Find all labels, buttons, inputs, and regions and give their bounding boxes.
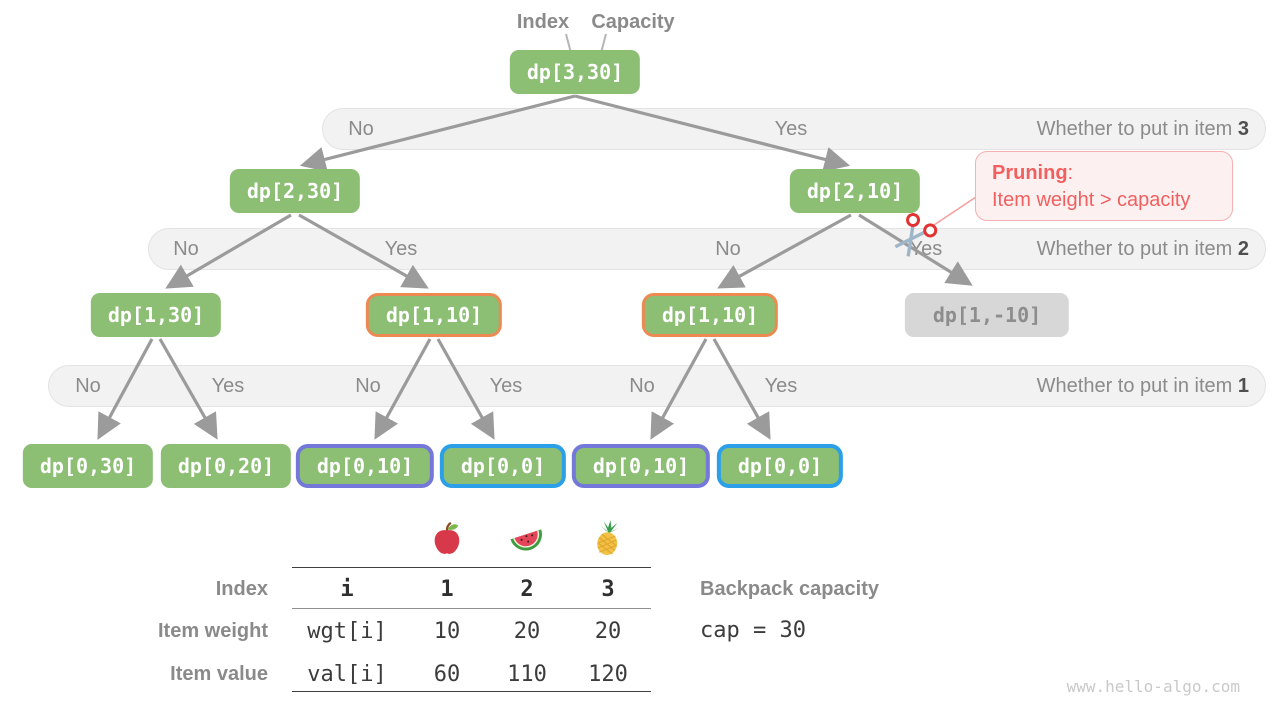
- pruning-title: Pruning: [992, 162, 1068, 184]
- dp-node-1-10-overlap-a: dp[1,10]: [365, 293, 503, 337]
- band-question-item: 3: [1237, 118, 1249, 140]
- pruning-colon: :: [1067, 162, 1074, 184]
- band-question-text: Whether to put in item: [1036, 118, 1233, 140]
- dp-node-2-10: dp[2,10]: [789, 169, 921, 213]
- dp-node-root: dp[3,30]: [509, 50, 641, 94]
- pruning-detail: Item weight > capacity: [992, 189, 1191, 211]
- dp-node-0-30: dp[0,30]: [22, 444, 154, 488]
- dp-node-0-0-overlap-a: dp[0,0]: [439, 444, 567, 488]
- table-cell-1: 1: [440, 577, 454, 602]
- pruning-callout: Pruning: Item weight > capacity: [975, 151, 1233, 221]
- table-cell-wgt: wgt[i]: [307, 619, 387, 644]
- branch-label-yes: Yes: [489, 375, 523, 397]
- dp-node-1-10-overlap-b: dp[1,10]: [641, 293, 779, 337]
- band-question-text: Whether to put in item: [1036, 375, 1233, 397]
- row-label-value: Item value: [170, 663, 268, 685]
- dp-node-0-0-overlap-b: dp[0,0]: [716, 444, 844, 488]
- pineapple-icon: [597, 520, 619, 556]
- band-question: Whether to put in item 3: [1037, 109, 1249, 149]
- band-question: Whether to put in item 1: [1037, 366, 1249, 406]
- apple-icon: [434, 521, 460, 554]
- branch-label-yes: Yes: [909, 238, 943, 260]
- decision-band-item-3: No Yes Whether to put in item 3: [322, 108, 1266, 150]
- band-question-item: 1: [1237, 375, 1249, 397]
- branch-label-no: No: [75, 375, 101, 397]
- row-label-index: Index: [215, 578, 268, 600]
- band-question-item: 2: [1237, 238, 1249, 260]
- table-rule-top: [292, 567, 651, 568]
- pruning-callout-line: [930, 196, 977, 228]
- table-cell-wgt-1: 10: [433, 619, 461, 644]
- table-rule-bottom: [292, 691, 651, 692]
- table-cell-3: 3: [601, 577, 615, 602]
- table-cell-val-1: 60: [433, 662, 461, 687]
- row-label-weight: Item weight: [157, 620, 268, 642]
- table-cell-val-2: 110: [507, 662, 547, 687]
- table-rule-middle: [292, 608, 651, 609]
- dp-node-2-30: dp[2,30]: [229, 169, 361, 213]
- dp-node-0-10-overlap-a: dp[0,10]: [295, 444, 435, 488]
- branch-label-yes: Yes: [211, 375, 245, 397]
- dp-node-0-10-overlap-b: dp[0,10]: [571, 444, 711, 488]
- branch-label-yes: Yes: [764, 375, 798, 397]
- branch-label-no: No: [355, 375, 381, 397]
- watermark: www.hello-algo.com: [1066, 677, 1240, 696]
- watermelon-icon: [510, 529, 542, 551]
- table-cell-i: i: [340, 577, 354, 602]
- table-cell-val: val[i]: [307, 662, 387, 687]
- band-question: Whether to put in item 2: [1037, 229, 1249, 269]
- branch-label-no: No: [715, 238, 741, 260]
- branch-label-yes: Yes: [774, 118, 808, 140]
- index-label: Index: [516, 11, 570, 33]
- branch-label-no: No: [173, 238, 199, 260]
- table-cell-val-3: 120: [588, 662, 628, 687]
- dp-node-1-30: dp[1,30]: [90, 293, 222, 337]
- table-cell-wgt-2: 20: [513, 619, 541, 644]
- backpack-capacity-value: cap = 30: [700, 618, 806, 643]
- dp-node-1-neg10-pruned: dp[1,-10]: [904, 293, 1070, 337]
- table-cell-wgt-3: 20: [594, 619, 622, 644]
- decision-band-item-2: No Yes No Yes Whether to put in item 2: [148, 228, 1266, 270]
- band-question-text: Whether to put in item: [1036, 238, 1233, 260]
- capacity-label: Capacity: [591, 11, 675, 33]
- branch-label-no: No: [348, 118, 374, 140]
- dp-node-0-20: dp[0,20]: [160, 444, 292, 488]
- branch-label-no: No: [629, 375, 655, 397]
- table-cell-2: 2: [520, 577, 534, 602]
- decision-band-item-1: No Yes No Yes No Yes Whether to put in i…: [48, 365, 1266, 407]
- backpack-capacity-label: Backpack capacity: [700, 578, 880, 600]
- branch-label-yes: Yes: [384, 238, 418, 260]
